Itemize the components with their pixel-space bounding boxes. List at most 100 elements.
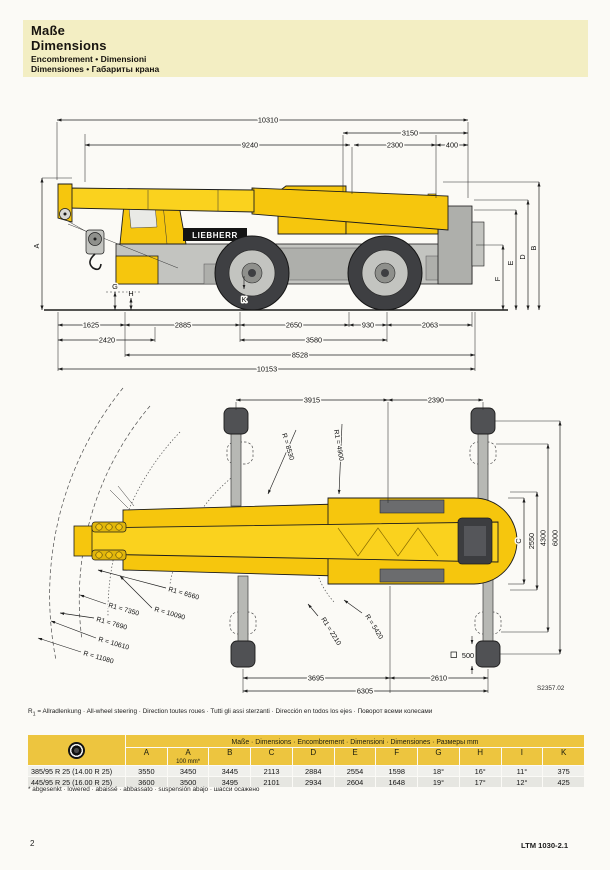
dim-letter-H: H — [128, 289, 133, 298]
radius-2210: R1 = 2210 — [319, 616, 342, 647]
row2-E: 2604 — [334, 777, 376, 787]
dim-letter-A: A — [32, 243, 41, 248]
tire-size-row1: 385/95 R 25 (14.00 R 25) — [28, 766, 125, 776]
top-dimension-lines — [235, 398, 562, 693]
steering-footnote-r: R — [28, 708, 33, 715]
row1-E: 2554 — [334, 766, 376, 776]
dim-2885: 2885 — [175, 321, 191, 330]
dim-letter-F: F — [493, 276, 502, 281]
title-fr-it: Encombrement • Dimensioni — [31, 54, 147, 64]
radius-11080: R = 11080 — [82, 650, 114, 665]
row1-A-lowered: 3450 — [167, 766, 209, 776]
dim-6305: 6305 — [357, 687, 373, 696]
page-header-band: Maße Dimensions Encombrement • Dimension… — [23, 20, 588, 77]
dim-9240: 9240 — [242, 141, 258, 150]
dim-2300: 2300 — [387, 141, 403, 150]
dim-4300: 4300 — [539, 530, 548, 546]
row2-C: 2101 — [251, 777, 292, 787]
steering-footnote-sub: 1 — [32, 711, 36, 718]
lowered-footnote: * abgesenkt · lowered · abaissé · abbass… — [28, 786, 260, 793]
dim-letter-G: G — [112, 282, 118, 291]
steering-footnote: R1 = Allradlenkung · All-wheel steering … — [28, 708, 432, 717]
dim-400: 400 — [446, 141, 458, 150]
title-en: Dimensions — [31, 38, 107, 53]
steering-footnote-text: = Allradlenkung · All-wheel steering · D… — [35, 708, 433, 715]
row2-I: 12° — [501, 777, 543, 787]
row1-C: 2113 — [251, 766, 292, 776]
row2-A: 3600 — [126, 777, 167, 787]
dim-3150: 3150 — [402, 129, 418, 138]
col-header-H: H — [459, 748, 501, 765]
dim-1625: 1625 — [83, 321, 99, 330]
col-header-B: B — [209, 748, 251, 765]
radius-4900: R1 = 4900 — [332, 429, 344, 462]
col-header-F: F — [376, 748, 418, 765]
rear-wheel — [347, 235, 423, 311]
dim-2390: 2390 — [428, 396, 444, 405]
row1-B: 3445 — [209, 766, 251, 776]
title-de: Maße — [31, 23, 66, 38]
row1-G: 18° — [418, 766, 459, 776]
row1-F: 1598 — [376, 766, 418, 776]
radius-7350: R1 = 7350 — [107, 602, 139, 617]
row1-I: 11° — [501, 766, 543, 776]
dim-3580: 3580 — [306, 336, 322, 345]
row2-H: 17° — [459, 777, 501, 787]
row2-F: 1648 — [376, 777, 418, 787]
row2-A-lowered: 3500 — [167, 777, 209, 787]
radius-10090: R = 10090 — [153, 606, 185, 621]
radius-leaders — [37, 423, 363, 653]
col-header-C: C — [251, 748, 292, 765]
col-header-K: K — [543, 748, 584, 765]
dim-10153: 10153 — [257, 365, 277, 374]
row2-D: 2934 — [292, 777, 334, 787]
dim-2610: 2610 — [431, 674, 447, 683]
dim-3695: 3695 — [308, 674, 324, 683]
page-number: 2 — [30, 839, 35, 848]
dim-2063: 2063 — [422, 321, 438, 330]
crane-top-silhouette — [73, 485, 518, 585]
model-code: LTM 1030-2.1 — [521, 841, 569, 850]
dim-930: 930 — [362, 321, 374, 330]
row1-A: 3550 — [126, 766, 167, 776]
side-dimension-lines — [40, 118, 541, 371]
dim-letter-D: D — [518, 254, 527, 259]
dimensions-table: Maße · Dimensions · Encombrement · Dimen… — [28, 735, 584, 787]
col-header-I: I — [501, 748, 543, 765]
crane-side-silhouette: LIEBHERR — [57, 183, 485, 311]
dim-2420: 2420 — [99, 336, 115, 345]
tire-icon — [68, 741, 85, 759]
front-wheel — [214, 235, 290, 311]
outrigger-pads — [223, 407, 501, 668]
table-title: Maße · Dimensions · Encombrement · Dimen… — [126, 735, 584, 747]
title-es-ru: Dimensiones • Габариты крана — [31, 64, 160, 74]
dim-letter-E: E — [506, 260, 515, 265]
row2-B: 3495 — [209, 777, 251, 787]
dim-2550: 2550 — [527, 533, 536, 549]
dim-8528: 8528 — [292, 351, 308, 360]
dim-letter-K: K — [242, 295, 247, 304]
radius-10610: R = 10610 — [97, 636, 129, 651]
side-view-drawing: LIEBHERR — [31, 114, 541, 375]
radius-5420: R = 5420 — [363, 613, 384, 640]
row2-K: 425 — [543, 777, 584, 787]
dim-letter-B: B — [529, 245, 538, 250]
radius-7690: R1 = 7690 — [95, 616, 127, 631]
radius-6560: R1 = 6560 — [167, 586, 199, 601]
row1-K: 375 — [543, 766, 584, 776]
dim-6000: 6000 — [551, 530, 560, 546]
row1-H: 16° — [459, 766, 501, 776]
row2-G: 19° — [418, 777, 459, 787]
top-view-drawing: R = 8530 R1 = 4900 R1 = 6560 R = 10090 R… — [37, 387, 565, 697]
dim-10310: 10310 — [258, 116, 278, 125]
row1-D: 2884 — [292, 766, 334, 776]
top-extension-lines — [235, 402, 560, 693]
col-header-G: G — [418, 748, 459, 765]
col-header-D: D — [292, 748, 334, 765]
drawing-number: S2357.02 — [537, 685, 565, 692]
liebherr-logo: LIEBHERR — [192, 231, 238, 240]
tire-size-row2: 445/95 R 25 (16.00 R 25) — [28, 777, 125, 787]
dim-pad-500: 500 — [462, 651, 474, 660]
